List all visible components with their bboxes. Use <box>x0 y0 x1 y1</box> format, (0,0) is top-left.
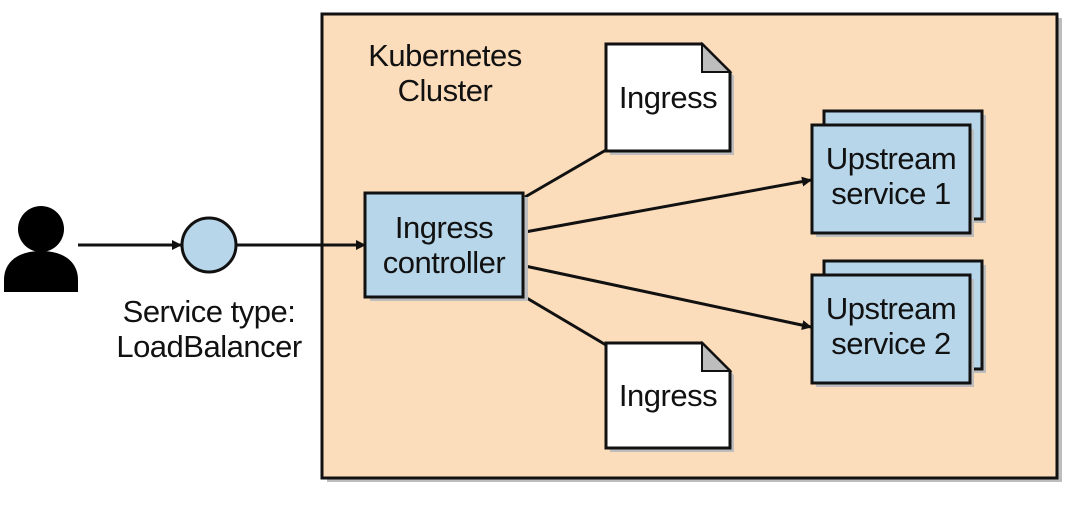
arrow-controller-to-upstream-1 <box>524 176 812 234</box>
loadbalancer-label: Service type: LoadBalancer <box>98 294 320 365</box>
ingress-controller-label-line-2: controller <box>382 245 506 281</box>
upstream-service-1-label-line-1: Upstream <box>825 141 957 176</box>
ingress-doc-1-label: Ingress <box>606 80 730 115</box>
ingress-doc-1 <box>604 41 734 155</box>
line-controller-to-ingress-1 <box>524 148 607 199</box>
ingress-controller-label: Ingress controller <box>365 210 523 281</box>
ingress-controller-box <box>363 191 525 299</box>
ingress-controller-label-line-1: Ingress <box>394 210 494 245</box>
ingress-doc-2-text: Ingress <box>618 378 718 413</box>
user-icon <box>4 206 78 292</box>
upstream-service-2-label-line-2: service 2 <box>831 326 951 362</box>
upstream-service-2-label: Upstream service 2 <box>812 291 970 362</box>
upstream-service-1-label: Upstream service 1 <box>812 141 970 212</box>
line-controller-to-ingress-2 <box>524 295 607 347</box>
upstream-service-1-stack <box>810 109 986 237</box>
ingress-doc-2-label: Ingress <box>606 378 730 413</box>
cluster-title-line-2: Cluster <box>397 73 493 109</box>
cluster-title-line-1: Kubernetes <box>368 38 522 73</box>
ingress-doc-1-text: Ingress <box>618 80 718 115</box>
upstream-service-2-label-line-1: Upstream <box>825 291 957 326</box>
upstream-service-1-label-line-2: service 1 <box>831 176 951 212</box>
upstream-service-2-stack <box>810 259 986 387</box>
arrow-controller-to-upstream-2 <box>524 264 812 331</box>
loadbalancer-label-line-1: Service type: <box>122 294 296 329</box>
ingress-doc-2 <box>604 340 734 452</box>
loadbalancer-label-line-2: LoadBalancer <box>116 329 302 365</box>
cluster-title: Kubernetes Cluster <box>352 38 538 109</box>
loadbalancer-node <box>180 216 238 274</box>
